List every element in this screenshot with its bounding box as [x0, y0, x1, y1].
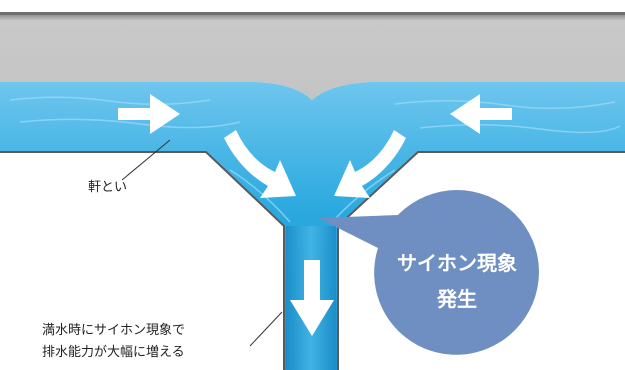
overflow-leader-line	[249, 311, 283, 347]
arrow-down-icon	[290, 260, 334, 336]
arrow-right-icon	[118, 94, 180, 134]
arrow-curve-icon	[224, 130, 296, 198]
overflow-caption-line2: 排水能力が大幅に増える	[42, 345, 185, 360]
pipe-walls	[0, 151, 625, 370]
callout-text: サイホン現象 発生	[372, 245, 542, 317]
overflow-caption-line1: 満水時にサイホン現象で	[42, 323, 186, 338]
gutter-leader-line	[121, 139, 171, 181]
roof-top-edge	[0, 12, 625, 15]
callout-line1: サイホン現象	[397, 251, 517, 275]
arrow-left-icon	[450, 94, 512, 134]
callout-line2: 発生	[437, 287, 477, 311]
arrow-curve-icon	[334, 130, 406, 198]
roof-eave	[0, 14, 625, 100]
gutter-label: 軒とい	[88, 180, 128, 195]
overflow-caption: 満水時にサイホン現象で 排水能力が大幅に増える	[42, 320, 185, 364]
water-ripples	[9, 96, 621, 223]
